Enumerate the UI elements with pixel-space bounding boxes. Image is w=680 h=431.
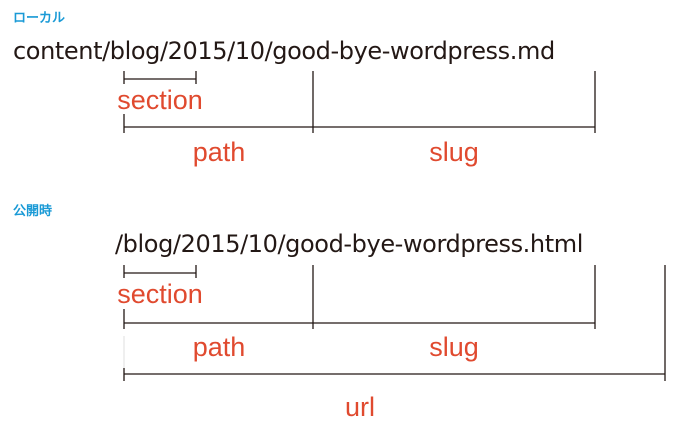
public-heading: 公開時 <box>13 204 53 219</box>
public-file-path: /blog/2015/10/good-bye-wordpress.html <box>115 230 583 258</box>
local-path-label: path <box>192 137 246 167</box>
public-url-bracket <box>123 265 666 381</box>
public-path-label: path <box>192 332 246 362</box>
public-section-bracket <box>123 265 197 278</box>
public-url-label: url <box>344 392 375 422</box>
public-slug-label: slug <box>429 332 479 362</box>
local-path-slug-bracket <box>123 71 596 133</box>
local-heading: ローカル <box>13 11 66 26</box>
public-path-slug-bracket <box>123 265 596 329</box>
local-section-label: section <box>117 85 203 115</box>
local-file-path: content/blog/2015/10/good-bye-wordpress.… <box>13 37 555 65</box>
public-section-label: section <box>117 279 203 309</box>
local-slug-label: slug <box>429 137 479 167</box>
local-section-bracket <box>123 71 197 84</box>
